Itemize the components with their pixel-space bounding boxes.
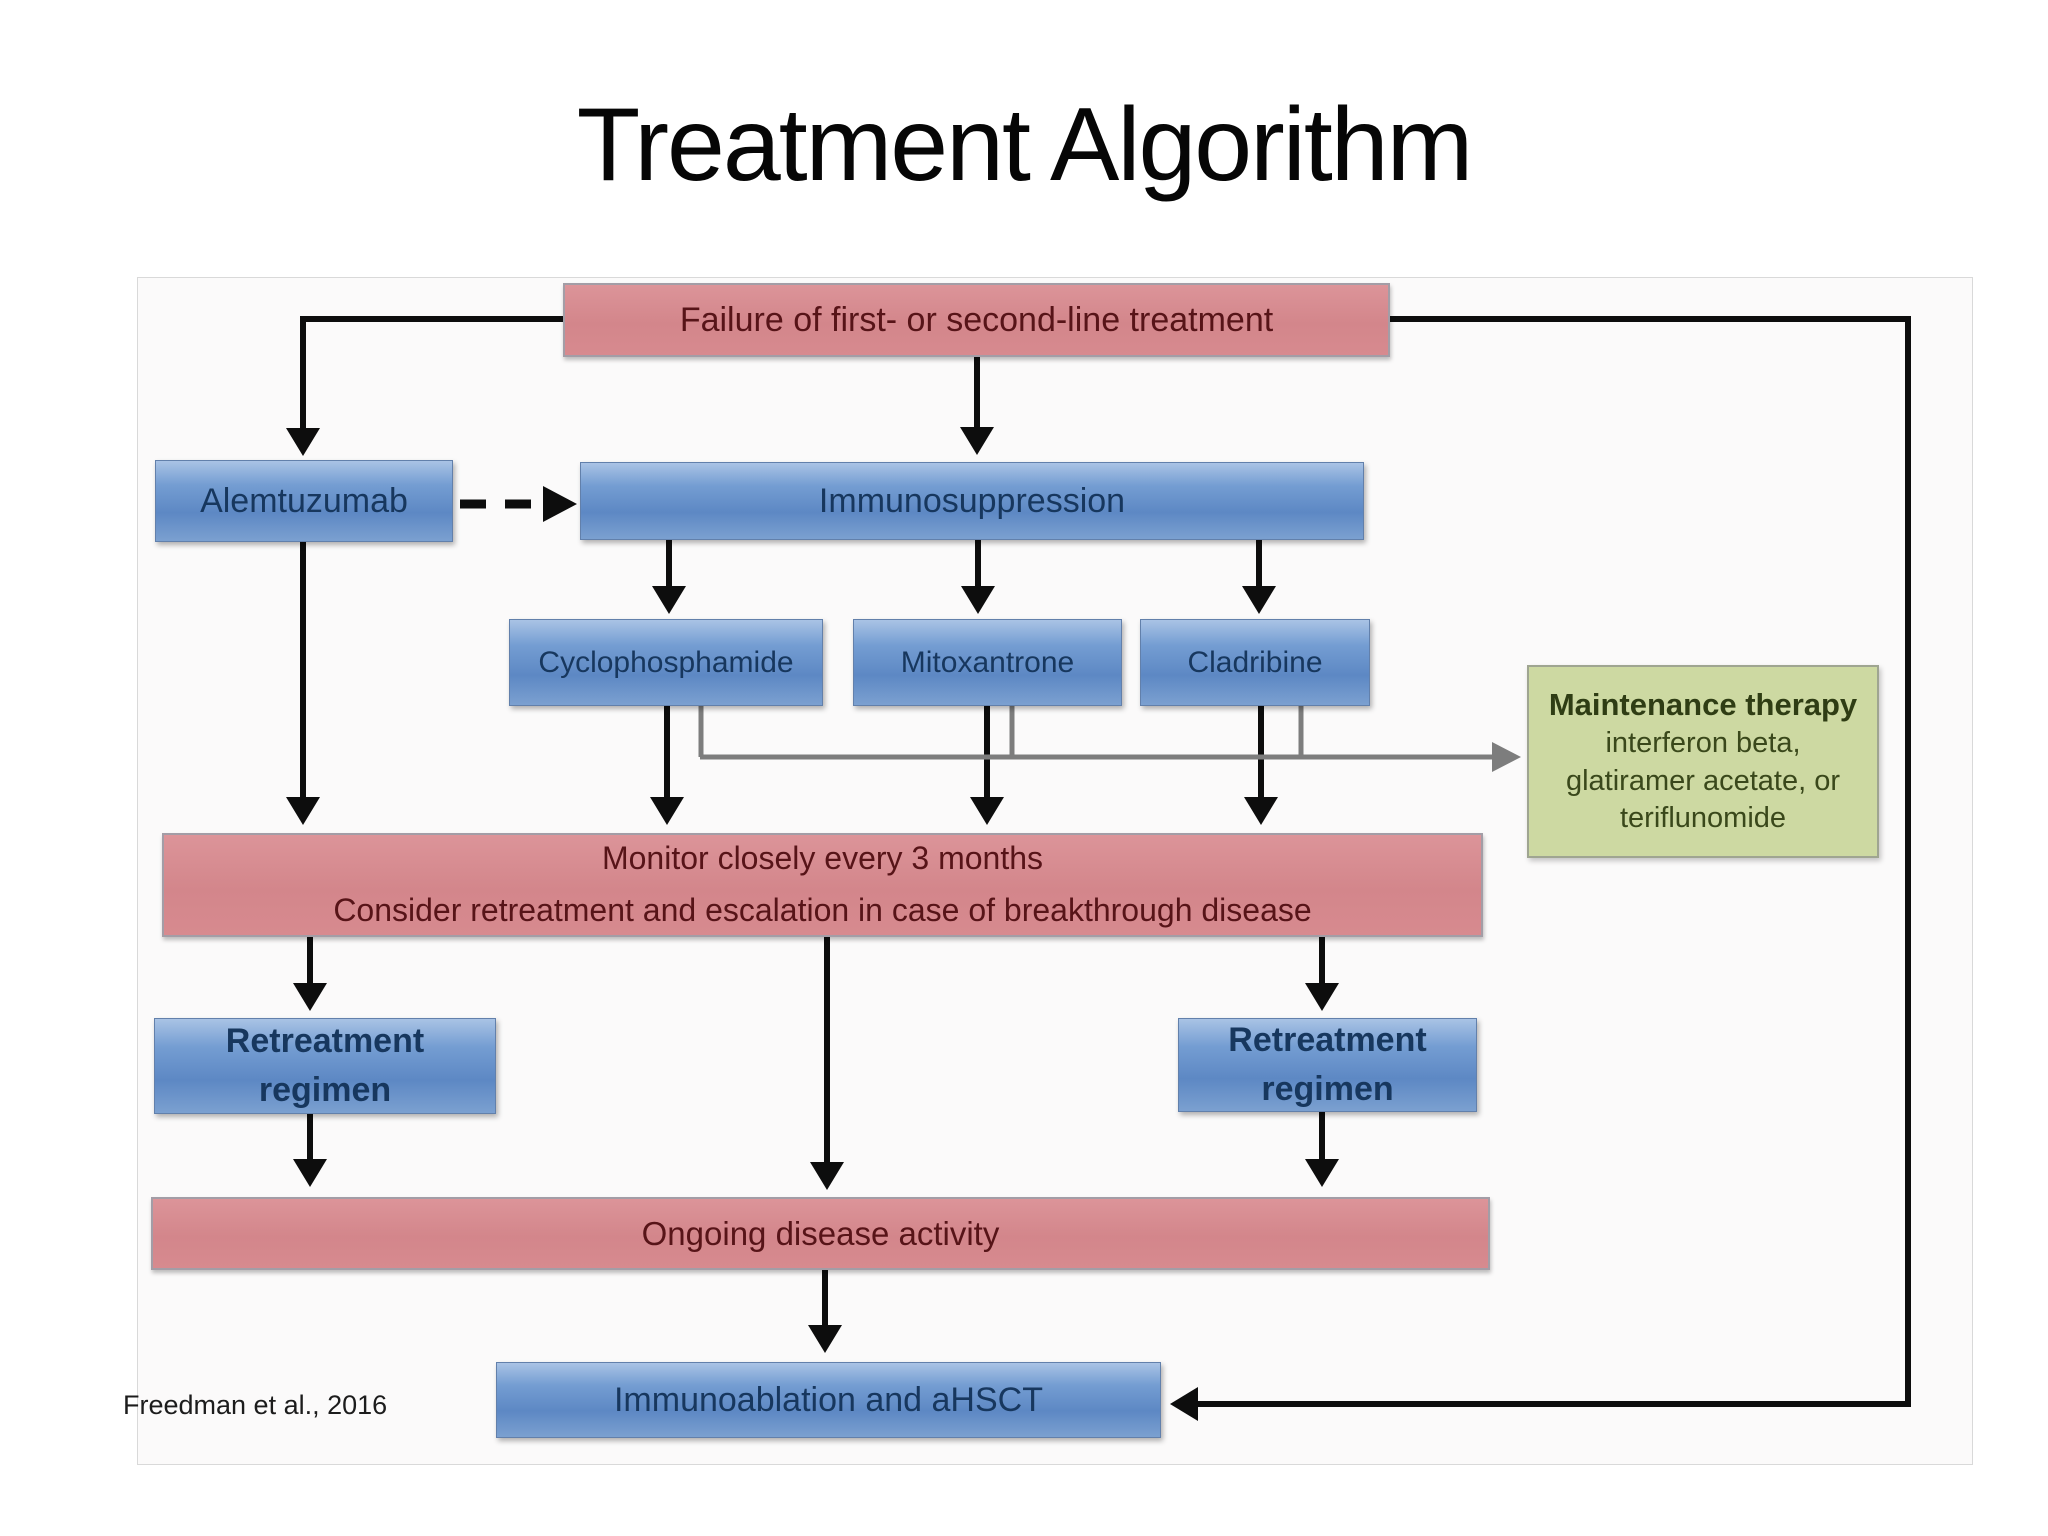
arrow-monitor-to-ongoing <box>810 937 844 1190</box>
monitor-line-1: Monitor closely every 3 months <box>601 840 1044 877</box>
citation-text: Freedman et al., 2016 <box>123 1390 388 1420</box>
retreatment-right-line-1: Retreatment <box>1228 1020 1427 1059</box>
arrow-immunosuppression-to-mitoxantrone <box>961 540 995 614</box>
maintenance-line-3: teriflunomide <box>1619 802 1787 835</box>
maintenance-line-1: interferon beta, <box>1605 727 1801 760</box>
arrow-mitoxantrone-to-monitor <box>970 706 1004 825</box>
ahsct-label: Immunoablation and aHSCT <box>613 1380 1043 1419</box>
node-ongoing-disease: Ongoing disease activity <box>151 1197 1490 1270</box>
arrow-cladribine-to-monitor <box>1244 706 1278 825</box>
node-maintenance-therapy: Maintenance therapy interferon beta, gla… <box>1527 665 1879 858</box>
arrow-monitor-to-retreatment-right <box>1305 937 1339 1011</box>
node-mitoxantrone-label: Mitoxantrone <box>900 645 1075 679</box>
node-cyclophosphamide-label: Cyclophosphamide <box>538 645 794 679</box>
arrow-failure-loop-to-ahsct <box>1170 316 1911 1421</box>
retreatment-left-line-2: regimen <box>258 1071 392 1109</box>
arrow-alemtuzumab-to-monitor <box>286 542 320 825</box>
arrow-retreatment-left-to-ongoing <box>293 1114 327 1187</box>
arrow-retreatment-right-to-ongoing <box>1305 1112 1339 1187</box>
node-alemtuzumab: Alemtuzumab <box>155 460 453 542</box>
node-mitoxantrone: Mitoxantrone <box>853 619 1122 706</box>
node-immunosuppression: Immunosuppression <box>580 462 1364 540</box>
page-title: Treatment Algorithm <box>576 87 1474 203</box>
ongoing-disease-label: Ongoing disease activity <box>641 1214 1000 1252</box>
retreatment-left-line-1: Retreatment <box>225 1021 425 1060</box>
maintenance-title: Maintenance therapy <box>1548 686 1858 722</box>
node-cladribine-label: Cladribine <box>1187 645 1323 679</box>
retreatment-right-line-2: regimen <box>1261 1070 1394 1108</box>
node-monitor: Monitor closely every 3 months Consider … <box>162 833 1483 937</box>
arrow-drugs-to-maintenance <box>698 706 1521 772</box>
arrow-failure-to-alemtuzumab <box>286 316 563 456</box>
node-retreatment-left: Retreatment regimen <box>154 1018 496 1114</box>
maintenance-line-2: glatiramer acetate, or <box>1565 764 1840 797</box>
node-retreatment-right: Retreatment regimen <box>1178 1018 1477 1112</box>
arrow-ongoing-to-ahsct <box>808 1270 842 1353</box>
arrow-monitor-to-retreatment-left <box>293 937 327 1011</box>
monitor-line-2: Consider retreatment and escalation in c… <box>333 892 1312 928</box>
node-ahsct: Immunoablation and aHSCT <box>496 1362 1161 1438</box>
arrow-failure-to-immunosuppression <box>960 357 994 455</box>
node-failure-label: Failure of first- or second-line treatme… <box>679 300 1274 339</box>
arrow-cyclophosphamide-to-monitor <box>650 706 684 825</box>
node-cyclophosphamide: Cyclophosphamide <box>509 619 823 706</box>
arrow-dashed-alemtuzumab-to-immunosuppression <box>460 486 577 522</box>
node-immunosuppression-label: Immunosuppression <box>818 481 1126 520</box>
node-alemtuzumab-label: Alemtuzumab <box>200 481 408 520</box>
node-failure: Failure of first- or second-line treatme… <box>563 283 1390 357</box>
arrow-immunosuppression-to-cyclophosphamide <box>652 540 686 614</box>
arrow-immunosuppression-to-cladribine <box>1242 540 1276 614</box>
node-cladribine: Cladribine <box>1140 619 1370 706</box>
